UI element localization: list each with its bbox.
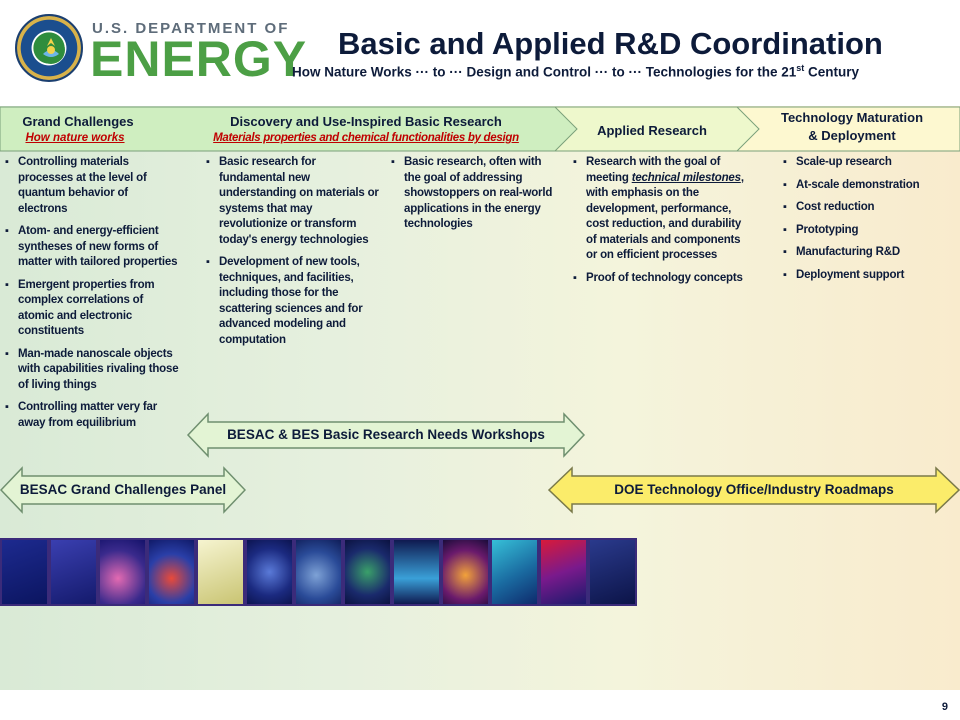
report-cover-image	[294, 538, 343, 606]
stage-maturation-label-1: Technology Maturation	[780, 110, 924, 125]
report-cover-image	[392, 538, 441, 606]
applied-list: Research with the goal of meeting techni…	[572, 155, 747, 293]
discovery-list-2: Basic research, often with the goal of a…	[390, 155, 560, 240]
report-cover-image	[196, 538, 245, 606]
roadmaps-arrow-label: DOE Technology Office/Industry Roadmaps	[614, 482, 894, 497]
panel-arrow	[0, 466, 246, 514]
list-item: Scale-up research	[782, 155, 952, 171]
logo-energy-text: ENERGY	[90, 31, 308, 87]
report-cover-image	[490, 538, 539, 606]
logo-department-text: U.S. DEPARTMENT OF	[92, 20, 290, 37]
doe-seal-logo	[15, 14, 83, 82]
stage-discovery-sub: Materials properties and chemical functi…	[213, 132, 519, 144]
report-cover-image	[539, 538, 588, 606]
roadmaps-arrow	[548, 466, 960, 514]
stage-maturation-label-2: & Deployment	[808, 128, 896, 143]
technical-milestones-emphasis: technical milestones	[631, 171, 741, 184]
stage-chevron-bar	[0, 106, 960, 152]
stage-grand-sub: How nature works	[25, 132, 125, 144]
stage-applied-label: Applied Research	[597, 123, 707, 138]
discovery-list-1: Basic research for fundamental new under…	[205, 155, 380, 355]
list-item: Emergent properties from complex correla…	[4, 278, 179, 340]
page-number: 9	[941, 701, 948, 713]
list-item: Proof of technology concepts	[572, 271, 747, 287]
report-cover-image	[441, 538, 490, 606]
report-cover-image	[0, 538, 49, 606]
list-item: Research with the goal of meeting techni…	[572, 155, 747, 264]
list-item: Development of new tools, techniques, an…	[205, 255, 380, 348]
grand-challenges-list: Controlling materials processes at the l…	[4, 155, 179, 438]
list-item-text: , with emphasis on the development, perf…	[586, 171, 744, 262]
stage-grand-label: Grand Challenges	[22, 114, 134, 129]
list-item: Atom- and energy-efficient syntheses of …	[4, 224, 179, 271]
list-item: Controlling matter very far away from eq…	[4, 400, 179, 431]
page-title: Basic and Applied R&D Coordination	[338, 26, 883, 61]
subtitle-end: Century	[804, 64, 860, 80]
report-cover-image	[147, 538, 196, 606]
subtitle-sup: st	[796, 63, 805, 73]
list-item: Man-made nanoscale objects with capabili…	[4, 347, 179, 394]
workshops-arrow-label: BESAC & BES Basic Research Needs Worksho…	[227, 427, 545, 442]
list-item: Basic research, often with the goal of a…	[390, 155, 560, 233]
report-cover-image	[343, 538, 392, 606]
list-item: At-scale demonstration	[782, 178, 952, 194]
list-item-text: Research with the goal of meeting	[586, 156, 721, 184]
list-item: Prototyping	[782, 223, 952, 239]
workshops-arrow	[186, 412, 586, 458]
list-item: Controlling materials processes at the l…	[4, 155, 179, 217]
maturation-list: Scale-up research At-scale demonstration…	[782, 155, 952, 290]
report-cover-image	[588, 538, 637, 606]
panel-arrow-label: BESAC Grand Challenges Panel	[19, 482, 227, 497]
page-subtitle: How Nature Works ··· to ··· Design and C…	[292, 63, 859, 80]
stage-discovery-label: Discovery and Use-Inspired Basic Researc…	[230, 114, 502, 129]
report-cover-image	[98, 538, 147, 606]
subtitle-main: How Nature Works ··· to ··· Design and C…	[292, 64, 797, 80]
report-covers-strip	[0, 538, 637, 606]
list-item: Manufacturing R&D	[782, 245, 952, 261]
report-cover-image	[49, 538, 98, 606]
list-item: Basic research for fundamental new under…	[205, 155, 380, 248]
list-item: Deployment support	[782, 268, 952, 284]
chevron-maturation	[735, 106, 960, 152]
list-item: Cost reduction	[782, 200, 952, 216]
report-cover-image	[245, 538, 294, 606]
